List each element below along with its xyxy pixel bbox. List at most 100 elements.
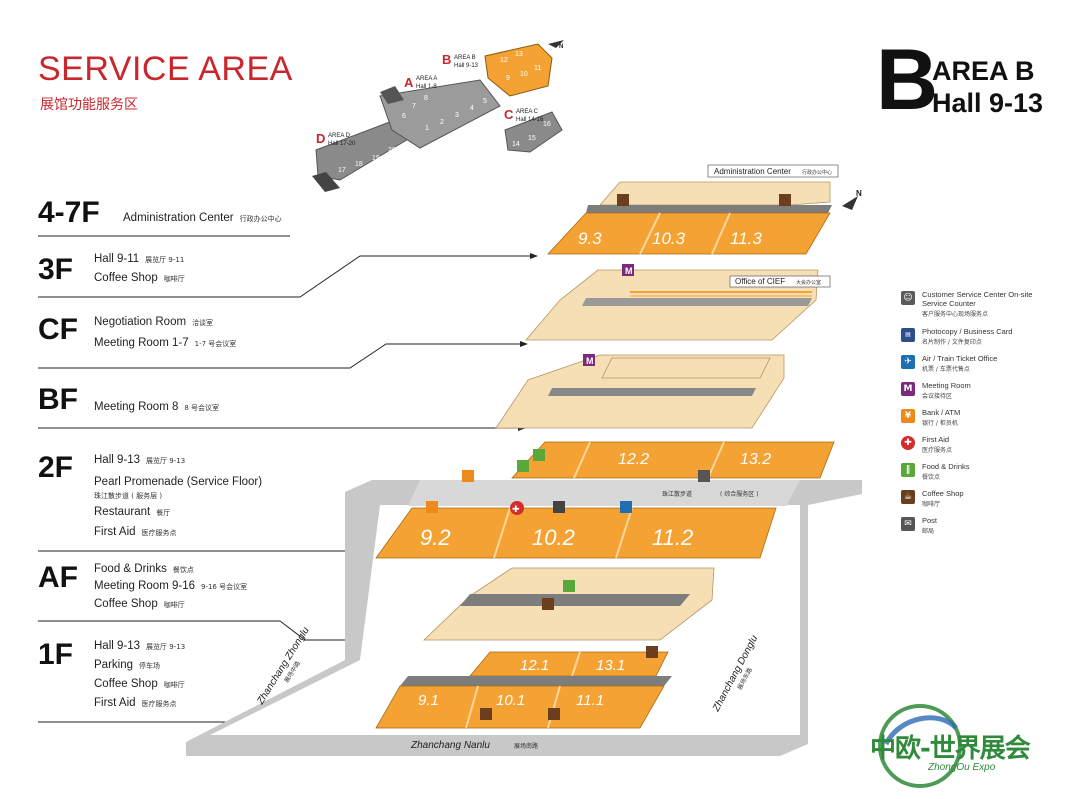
first-aid-icon	[510, 501, 524, 515]
keymap-hall-12: 12	[500, 57, 508, 64]
area-name: AREA B	[932, 56, 1035, 86]
keymap-halls-b: Hall 9-13	[454, 63, 479, 69]
logo-text-zh: 中欧-世界展会	[870, 734, 1031, 764]
coffee-shop-icon	[480, 708, 492, 720]
area-halls: Hall 9-13	[932, 88, 1044, 118]
keymap[interactable]: 17 18 19 20 1 2 3 4 5 6 7 8 9 10 11 12 1…	[312, 40, 564, 192]
bank-atm-icon: ¥	[901, 409, 915, 423]
hall-9-2: 9.2	[420, 525, 451, 550]
page-subtitle-zh: 展馆功能服务区	[40, 97, 138, 113]
bank-atm-icon	[426, 501, 438, 513]
cief-office-callout: Office of CIEF	[735, 277, 785, 286]
meeting-room-icon: M	[901, 382, 915, 396]
floor-3f-plan: 9.3 10.3 11.3 Administration Center 行政办公…	[547, 164, 862, 255]
cief-office-callout-zh: 大会办公室	[796, 279, 821, 286]
keymap-letter-a: A	[404, 75, 414, 90]
keymap-hall-13: 13	[515, 51, 523, 58]
floor-1f-plan: 12.1 13.1 9.1 10.1 11.1	[375, 646, 672, 729]
keymap-hall-15: 15	[528, 135, 536, 142]
hall-9-1: 9.1	[418, 692, 439, 709]
hall-12-1: 12.1	[520, 657, 549, 674]
ticket-office-icon: ✈	[901, 355, 915, 369]
svg-text:M: M	[586, 356, 594, 366]
hall-11-1: 11.1	[576, 692, 604, 709]
keymap-hall-16: 16	[543, 121, 551, 128]
coffee-shop-icon	[617, 194, 629, 206]
keymap-hall-18: 18	[355, 161, 363, 168]
floor-label-cf: CF	[38, 313, 78, 346]
floor-label-3f: 3F	[38, 253, 74, 286]
coffee-shop-icon	[646, 646, 658, 658]
north-arrow-icon: N	[842, 189, 862, 210]
keymap-north-label: N	[559, 44, 563, 50]
keymap-hall-17: 17	[338, 167, 346, 174]
customer-service-icon: ☺	[901, 291, 915, 305]
food-drinks-icon	[563, 580, 575, 592]
svg-text:M: M	[625, 266, 633, 276]
hall-13-1: 13.1	[596, 657, 625, 674]
meeting-room-icon	[583, 354, 595, 366]
svg-text:✚: ✚	[512, 505, 520, 515]
keymap-north-arrow-icon	[548, 40, 564, 48]
post-icon	[698, 470, 710, 482]
coffee-shop-icon	[779, 194, 791, 206]
hall-12-2: 12.2	[618, 451, 649, 468]
hall-9-3: 9.3	[578, 229, 602, 248]
keymap-hall-5: 5	[483, 98, 487, 105]
hall-10-1: 10.1	[496, 692, 525, 709]
coffee-shop-icon	[542, 598, 554, 610]
keymap-hall-2: 2	[440, 119, 444, 126]
keymap-letter-b: B	[442, 52, 451, 67]
floor-cf-plan: M Office of CIEF 大会办公室	[525, 264, 831, 341]
keymap-hall-14: 14	[512, 141, 520, 148]
ticket-office-icon	[620, 501, 632, 513]
admin-center-callout: Administration Center	[714, 167, 791, 176]
area-letter: B	[876, 32, 939, 128]
hall-13-2: 13.2	[740, 451, 771, 468]
floor-2f-promenade-zh: 珠江散步道 ( 服务层 )	[94, 492, 163, 500]
floor-2f-line-2: Pearl Promenade (Service Floor)	[94, 476, 263, 488]
road-south-label: Zhanchang Nanlu	[410, 740, 490, 751]
keymap-letter-c: C	[504, 107, 514, 122]
bank-atm-icon	[462, 470, 474, 482]
floor-label-af: AF	[38, 561, 78, 594]
keymap-label-a: AREA A	[416, 76, 437, 82]
floor-label-4-7f: 4-7F	[38, 196, 100, 229]
keymap-hall-11: 11	[534, 65, 541, 72]
hall-11-3: 11.3	[730, 229, 762, 248]
zhongou-logo-icon	[878, 704, 962, 788]
coffee-shop-icon: ☕	[901, 490, 915, 504]
keymap-halls-a: Hall 1-8	[416, 84, 437, 90]
page-title: SERVICE AREA	[38, 50, 293, 88]
keymap-hall-4: 4	[470, 105, 474, 112]
keymap-halls-c: Hall 14-16	[516, 117, 544, 123]
keymap-hall-6: 6	[402, 113, 406, 120]
food-drinks-icon	[533, 449, 545, 461]
logo-text-en: ZhongOu Expo	[928, 762, 996, 773]
keymap-hall-7: 7	[412, 103, 416, 110]
keymap-hall-3: 3	[455, 112, 459, 119]
keymap-hall-19: 19	[372, 155, 380, 162]
photocopy-icon: ▤	[901, 328, 915, 342]
food-drinks-icon: ‖	[901, 463, 915, 477]
floor-label-1f: 1F	[38, 638, 74, 671]
keymap-hall-20: 20	[388, 147, 396, 154]
customer-service-icon	[553, 501, 565, 513]
floor-bf-plan: M	[495, 354, 785, 429]
